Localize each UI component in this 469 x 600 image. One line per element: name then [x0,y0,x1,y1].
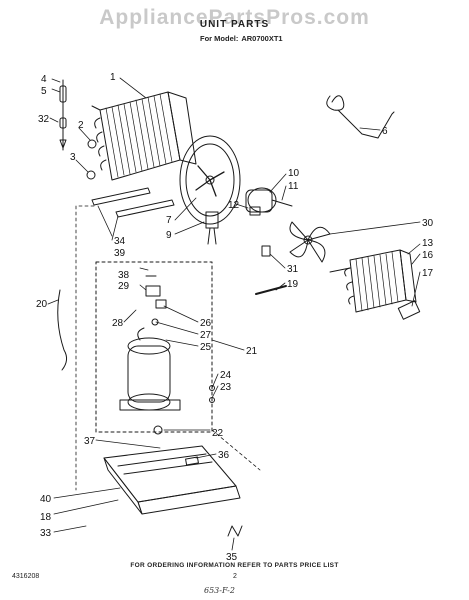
callout-11: 11 [288,181,299,192]
overload-protector [145,275,167,326]
callout-28: 28 [112,318,124,329]
callout-40: 40 [40,494,52,505]
callout-12: 12 [228,200,240,211]
fan-shroud [179,135,241,225]
callout-5: 5 [41,86,47,97]
callout-30: 30 [422,218,434,229]
evaporator-coil [91,91,197,181]
tubing [326,95,395,139]
callout-2: 2 [78,120,84,131]
drain-rail [91,187,175,218]
watermark: AppliancePartsPros.com [99,6,370,29]
callout-36: 36 [218,450,230,461]
callout-33: 33 [40,528,52,539]
handwritten-note: 653-F-2 [204,586,235,595]
callout-27: 27 [200,330,212,341]
fan-motor [245,187,293,216]
callout-39: 39 [114,248,126,259]
callout-16: 16 [422,250,434,261]
wire-harness [57,289,68,371]
compressor-outline [95,261,213,433]
callout-37: 37 [84,436,96,447]
callout-6: 6 [382,126,388,137]
compressor [119,327,181,411]
condenser-fan-blade [289,221,331,263]
clip [227,525,243,537]
callout-29: 29 [118,281,130,292]
clip [86,170,96,180]
callout-23: 23 [220,382,232,393]
callout-9: 9 [166,230,172,241]
callout-35: 35 [226,552,238,563]
callout-7: 7 [166,215,172,226]
callout-32: 32 [38,114,50,125]
callout-17: 17 [422,268,434,279]
callout-3: 3 [70,152,76,163]
callout-1: 1 [110,72,116,83]
callout-18: 18 [40,512,52,523]
callout-labels: 1 2 3 4 5 6 7 9 10 11 12 13 16 17 18 19 … [36,72,434,563]
callout-25: 25 [200,342,212,353]
callout-10: 10 [288,168,300,179]
model-number: AR0700XT1 [241,34,283,43]
callout-21: 21 [246,346,258,357]
page-number: 2 [233,573,237,580]
model-line: For Model:AR0700XT1 [200,34,286,43]
condenser-coil [329,249,417,313]
callout-4: 4 [41,74,47,85]
capillary-tube-assembly [59,79,67,151]
capacitor [205,211,219,245]
model-label: For Model: [200,34,239,43]
screw [255,285,287,295]
callout-24: 24 [220,370,232,381]
reference-line [75,205,95,491]
leader-lines [47,77,421,551]
callout-34: 34 [114,236,126,247]
callout-19: 19 [287,279,299,290]
bracket [261,245,271,257]
thermostat-bulb [397,300,421,320]
callout-31: 31 [287,264,299,275]
callout-22: 22 [212,428,224,439]
page-title: UNIT PARTS [199,19,270,30]
callout-20: 20 [36,299,48,310]
document-number: 4316208 [12,573,40,580]
grommet [87,139,97,149]
reference-line [211,429,261,471]
callout-26: 26 [200,318,212,329]
callout-13: 13 [422,238,434,249]
base-pan [103,445,241,515]
callout-38: 38 [118,270,130,281]
ordering-note: FOR ORDERING INFORMATION REFER TO PARTS … [130,562,339,569]
